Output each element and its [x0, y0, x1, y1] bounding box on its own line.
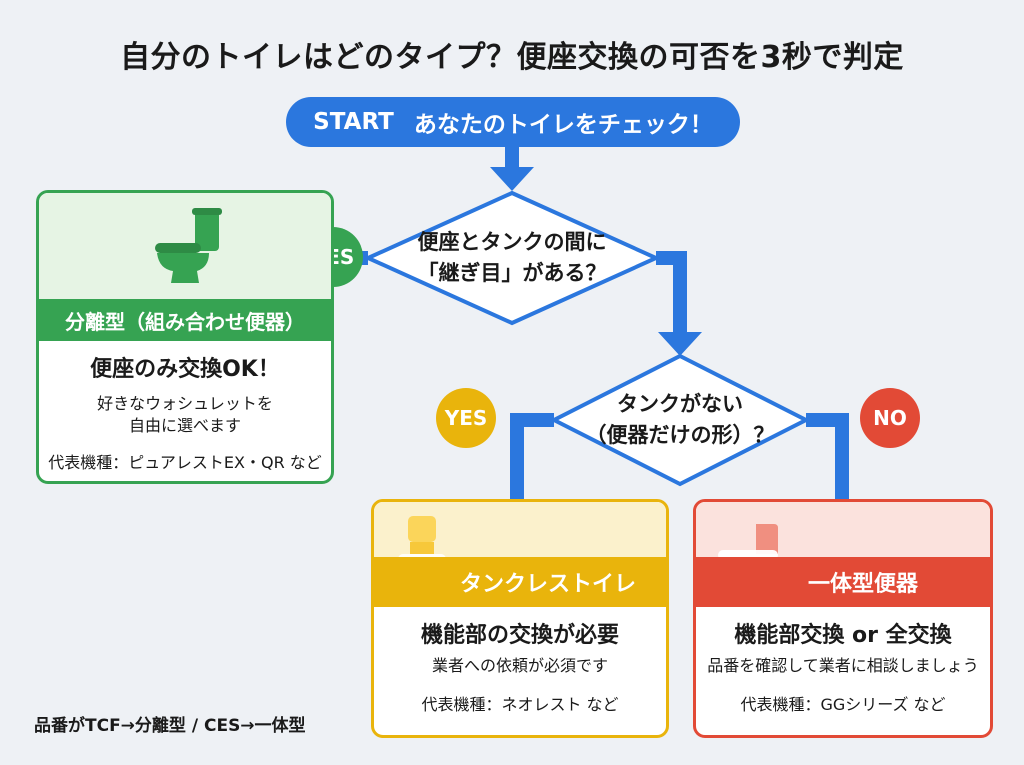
card-tankless-main: 機能部の交換が必要 — [420, 623, 619, 648]
card-tankless-desc: 業者への依頼が必須です — [431, 656, 608, 675]
card-tankless: タンクレストイレ 機能部の交換が必要 業者への依頼が必須です 代表機種：ネオレス… — [371, 499, 669, 738]
card-separate-type: 分離型（組み合わせ便器） 便座のみ交換OK！ 好きなウォシュレットを 自由に選べ… — [36, 190, 334, 484]
card-separate-body: 便座のみ交換OK！ 好きなウォシュレットを 自由に選べます 代表機種：ピュアレス… — [39, 351, 331, 473]
start-tag: START — [313, 109, 394, 135]
question1-diamond — [363, 190, 661, 326]
page-title: 自分のトイレはどのタイプ？便座交換の可否を3秒で判定 — [120, 40, 904, 75]
card-tankless-models: 代表機種：ネオレスト など — [421, 695, 619, 714]
card-onepiece-models: 代表機種：GGシリーズ など — [740, 695, 946, 714]
card-separate-header: 分離型（組み合わせ便器） — [39, 299, 331, 341]
card-separate-models: 代表機種：ピュアレストEX・QR など — [48, 453, 322, 472]
arrowhead-start-down — [490, 167, 534, 191]
question1-text: 便座とタンクの間に 「継ぎ目」がある？ — [400, 227, 624, 289]
question1-line1: 便座とタンクの間に — [417, 230, 607, 254]
start-banner: START あなたのトイレをチェック！ — [286, 97, 740, 147]
start-label: あなたのトイレをチェック！ — [413, 112, 713, 138]
card-onepiece-main: 機能部交換 or 全交換 — [734, 623, 952, 648]
footnote: 品番がTCF→分離型 / CES→一体型 — [34, 716, 306, 736]
card-tankless-header: タンクレストイレ — [374, 557, 666, 607]
card-onepiece-desc: 品番を確認して業者に相談しましょう — [707, 656, 979, 675]
connector-start-down — [505, 147, 519, 169]
card-one-piece: 一体型便器 機能部交換 or 全交換 品番を確認して業者に相談しましょう 代表機… — [693, 499, 993, 738]
question1-line2: 「継ぎ目」がある？ — [417, 261, 607, 285]
question2-line1: タンクがない — [617, 392, 743, 416]
connector-no2 — [806, 413, 849, 512]
card-separate-desc1: 好きなウォシュレットを — [97, 394, 273, 413]
no2-badge: NO — [860, 388, 920, 448]
arrowhead-no1 — [658, 332, 702, 356]
card-separate-main: 便座のみ交換OK！ — [90, 357, 280, 382]
card-onepiece-header: 一体型便器 — [696, 557, 990, 607]
connector-yes2 — [510, 413, 554, 512]
connector-no1 — [656, 251, 687, 334]
card-onepiece-body: 機能部交換 or 全交換 品番を確認して業者に相談しましょう 代表機種：GGシリ… — [696, 617, 990, 715]
question2-text: タンクがない （便器だけの形）？ — [582, 389, 778, 451]
question2-line2: （便器だけの形）？ — [585, 423, 775, 447]
question2-diamond — [549, 353, 811, 487]
card-onepiece-top — [696, 502, 990, 557]
yes2-badge: YES — [436, 388, 496, 448]
card-separate-desc2: 自由に選べます — [128, 416, 241, 435]
toilet-with-tank-icon — [155, 208, 222, 283]
card-tankless-body: 機能部の交換が必要 業者への依頼が必須です 代表機種：ネオレスト など — [374, 617, 666, 715]
